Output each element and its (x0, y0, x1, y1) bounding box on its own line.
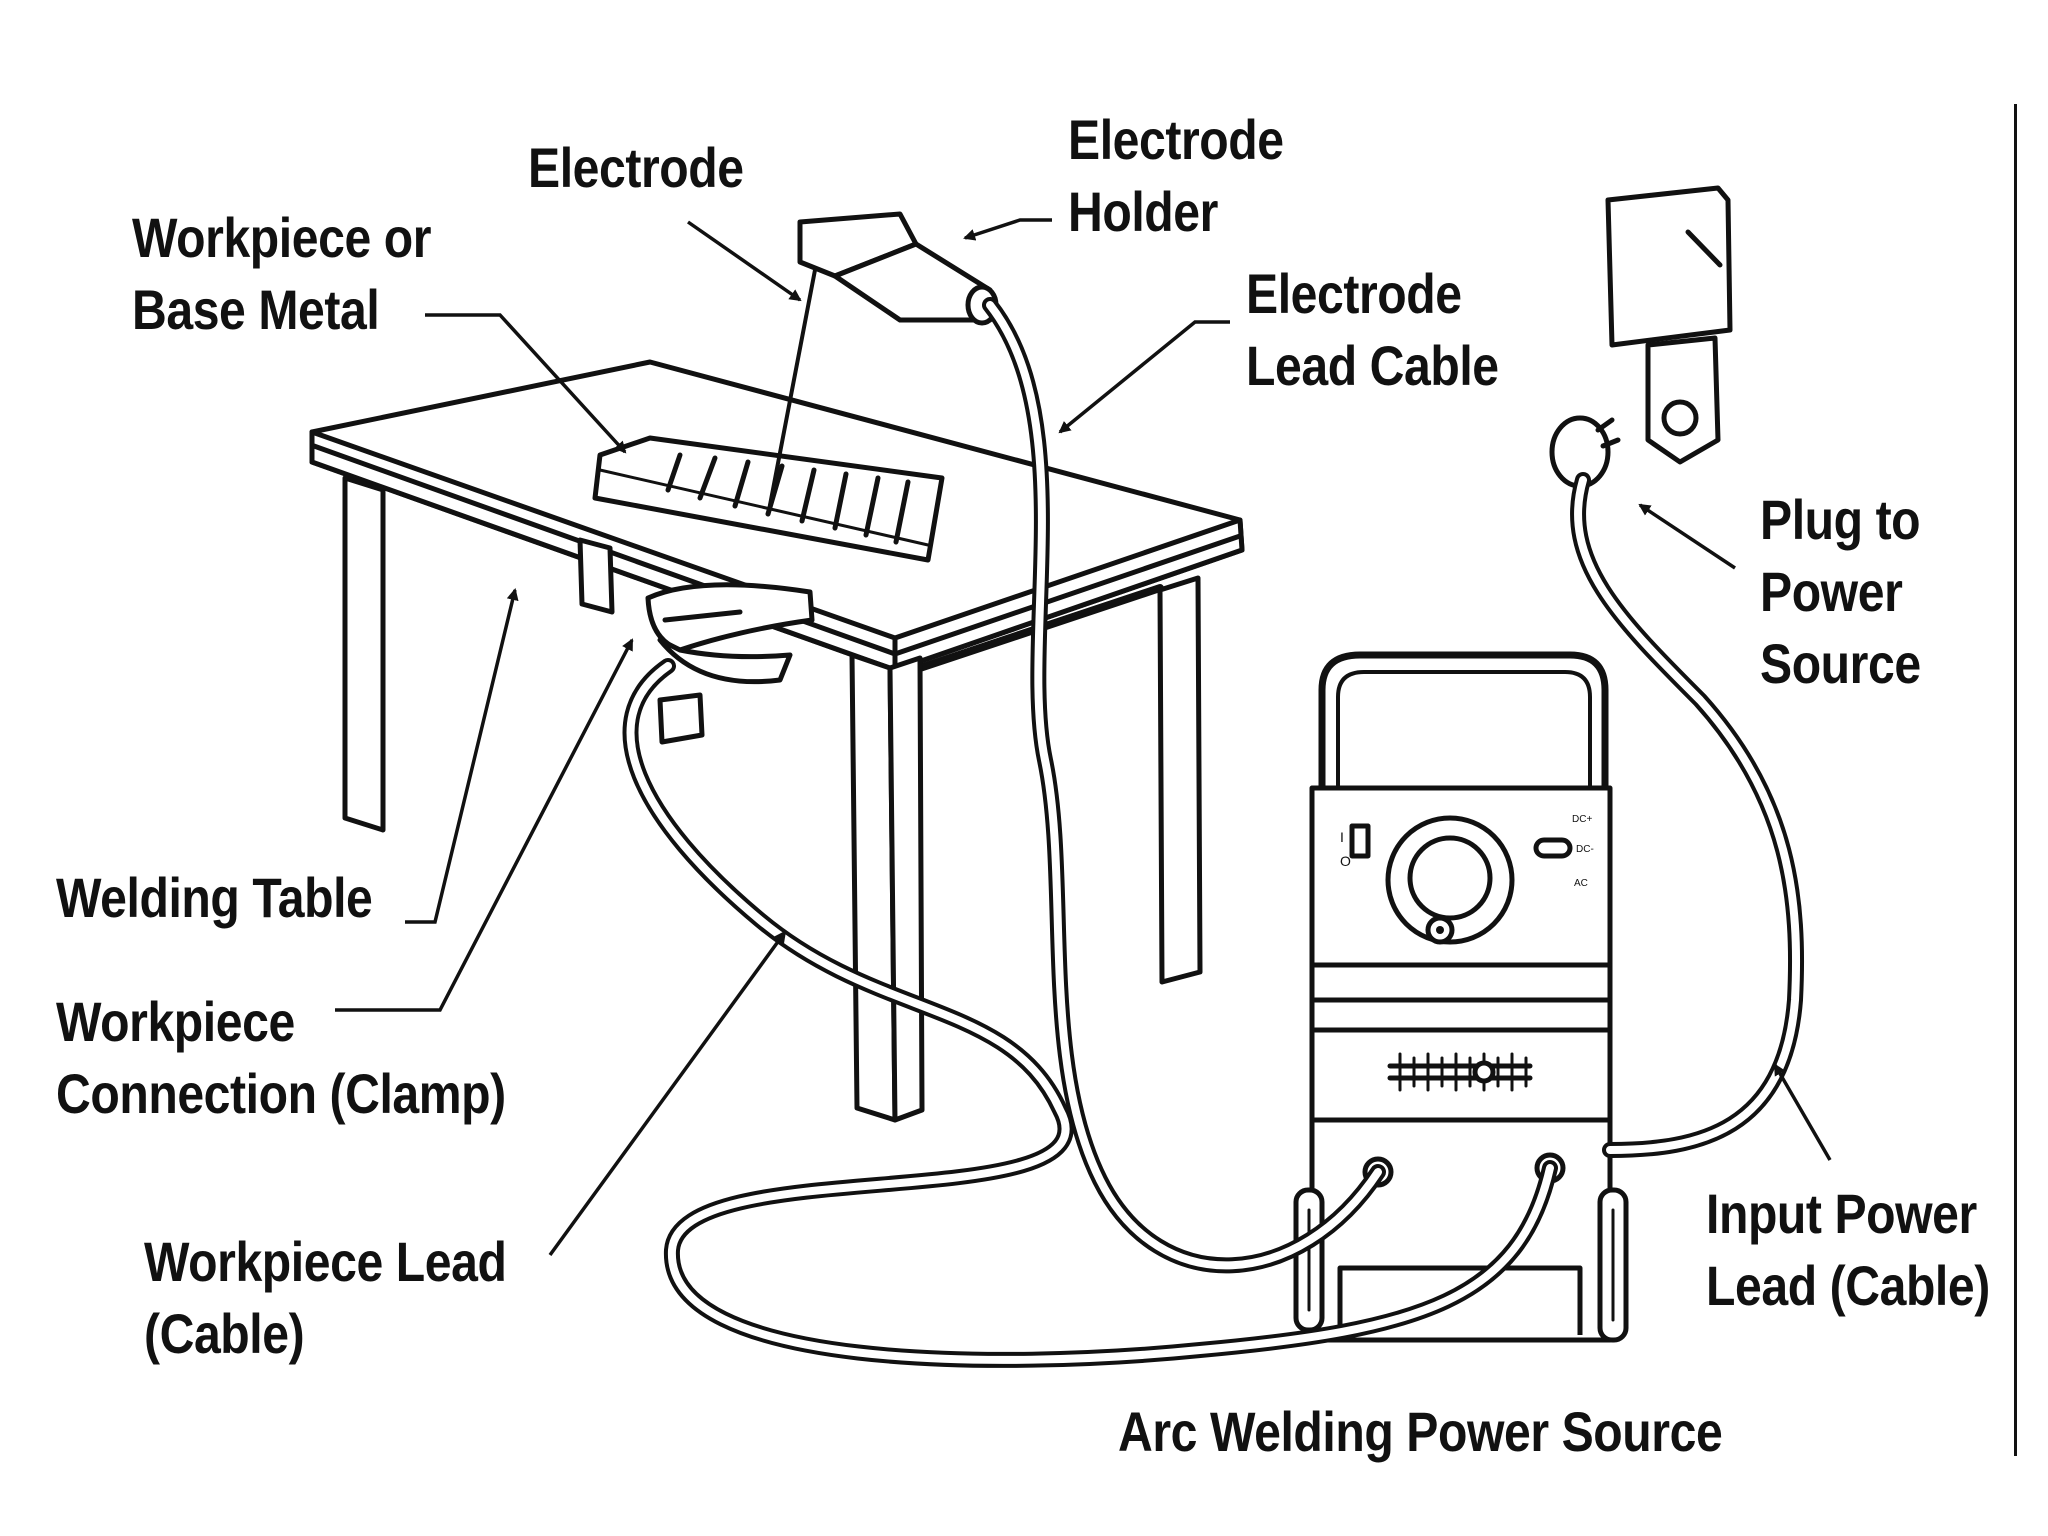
arc-welding-power-source: I O DC+ DC- AC (1293, 651, 1629, 1343)
workpiece-plate (592, 435, 945, 563)
label-workpiece: Workpiece or Base Metal (132, 202, 431, 346)
switch-on-mark: I (1340, 829, 1344, 845)
label-workpiece-lead: Workpiece Lead (Cable) (144, 1226, 507, 1370)
label-clamp-line-1: Workpiece (56, 990, 295, 1053)
label-workpiece-lead-line-2: (Cable) (144, 1302, 305, 1365)
label-workpiece-lead-line-1: Workpiece Lead (144, 1230, 507, 1293)
label-plug-line-1: Plug to (1760, 488, 1921, 551)
label-plug-to-power-source: Plug to Power Source (1760, 484, 1921, 700)
label-input-power-lead: Input Power Lead (Cable) (1706, 1178, 1990, 1322)
label-electrode-text: Electrode (528, 136, 744, 199)
label-arc-welding-power-source: Arc Welding Power Source (1118, 1396, 1723, 1468)
label-electrode-lead-line-1: Electrode (1246, 262, 1462, 325)
label-welding-table: Welding Table (56, 862, 373, 934)
leader-lines (335, 218, 1832, 1257)
workpiece-lead-cable (622, 658, 1558, 1368)
label-electrode-lead-cable: Electrode Lead Cable (1246, 258, 1499, 402)
label-electrode-holder-line-1: Electrode (1068, 108, 1284, 171)
dc-minus-mark: DC- (1576, 844, 1594, 855)
label-plug-line-3: Source (1760, 632, 1921, 695)
workpiece-clamp (645, 582, 815, 745)
label-electrode-lead-line-2: Lead Cable (1246, 334, 1499, 397)
label-input-power-line-2: Lead (Cable) (1706, 1254, 1990, 1317)
label-workpiece-line-1: Workpiece or (132, 206, 432, 269)
label-electrode-holder: Electrode Holder (1068, 104, 1284, 248)
label-workpiece-connection: Workpiece Connection (Clamp) (56, 986, 506, 1130)
input-power-cable (1570, 472, 1805, 1158)
label-electrode-holder-line-2: Holder (1068, 180, 1218, 243)
label-power-source-text: Arc Welding Power Source (1118, 1400, 1723, 1463)
label-plug-line-2: Power (1760, 560, 1903, 623)
dc-plus-mark: DC+ (1572, 814, 1592, 825)
ac-mark: AC (1574, 878, 1588, 889)
electrode-lead-cable (982, 297, 1386, 1274)
switch-off-mark: O (1340, 853, 1351, 869)
plug (1549, 415, 1621, 489)
label-welding-table-text: Welding Table (56, 866, 373, 929)
label-workpiece-line-2: Base Metal (132, 278, 380, 341)
wall-outlet (1605, 185, 1733, 465)
label-electrode: Electrode (528, 132, 744, 204)
label-clamp-line-2: Connection (Clamp) (56, 1062, 506, 1125)
label-input-power-line-1: Input Power (1706, 1182, 1977, 1245)
